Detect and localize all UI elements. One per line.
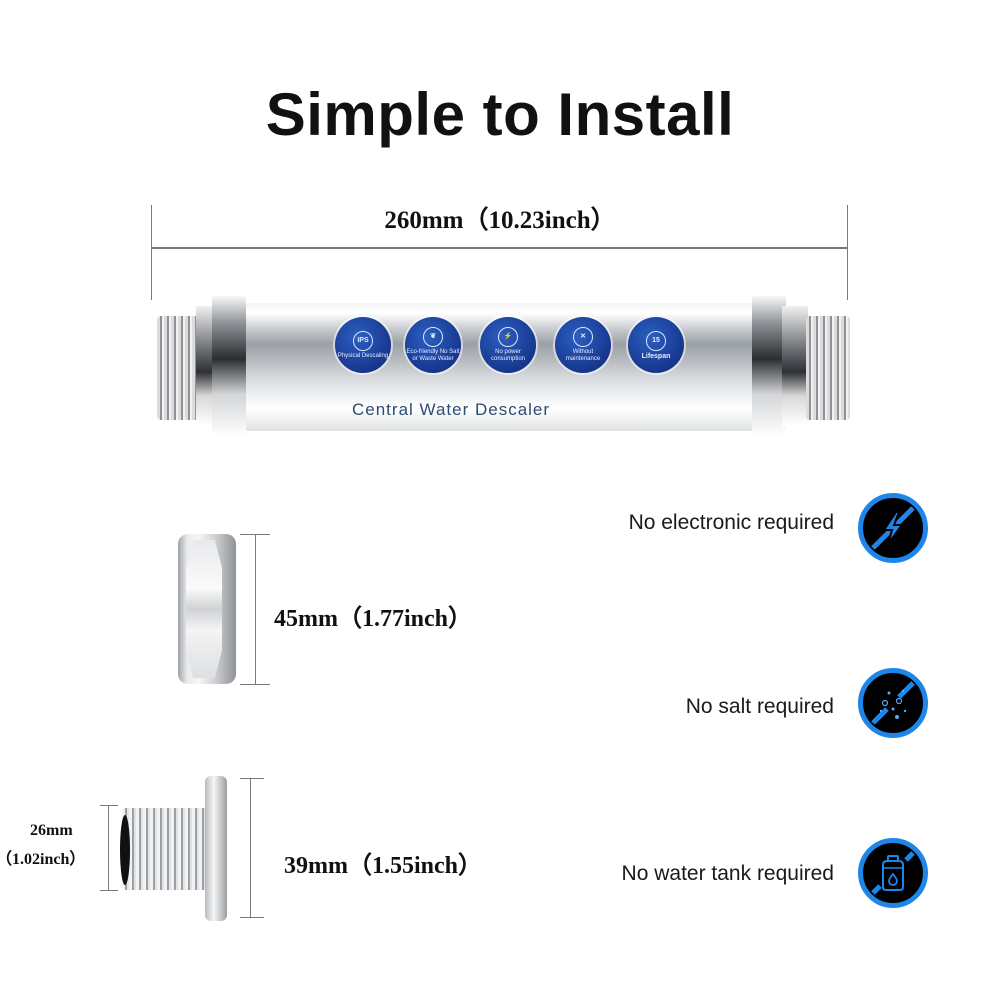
fitting-diameter-mm: 26mm	[30, 822, 73, 839]
fitting-thread	[122, 808, 212, 890]
collar-right-inner	[782, 306, 808, 426]
badge-eco-friendly: ❦ Eco-friendly No Salt or Waste Water	[405, 317, 461, 373]
fitting-height-top-tick	[240, 778, 264, 779]
collar-left	[212, 296, 246, 436]
badge-physical-descaling: IPS Physical Descaling	[335, 317, 391, 373]
badge-lifespan: 15 Lifespan	[628, 317, 684, 373]
hex-nut-face	[186, 540, 222, 678]
nut-dimension: 45mm（1.77inch）	[274, 606, 472, 632]
leaf-icon: ❦	[423, 327, 443, 347]
shield-bolt-icon: ⚡	[498, 327, 518, 347]
page-title: Simple to Install	[265, 81, 735, 148]
fitting-flange	[205, 776, 227, 921]
no-electricity-icon	[858, 493, 928, 563]
fitting-opening	[120, 815, 130, 885]
fitting-diameter-line	[108, 805, 109, 891]
feature-text-no-salt: No salt required	[685, 695, 834, 718]
fitting-diameter-bottom-tick	[100, 890, 118, 891]
product-label: Central Water Descaler	[352, 400, 551, 419]
feature-text-no-electronic: No electronic required	[628, 511, 834, 534]
dimension-line-left-tick	[151, 205, 152, 300]
badge-without-maintenance: ✕ Without maintenance	[555, 317, 611, 373]
no-water-tank-icon	[858, 838, 928, 908]
fitting-height-bottom-tick	[240, 917, 264, 918]
nut-dim-line	[255, 534, 256, 685]
fitting-height-dimension: 39mm（1.55inch）	[284, 853, 482, 879]
feature-text-no-water-tank: No water tank required	[621, 862, 834, 885]
badge-no-power: ⚡ No power consumption	[480, 317, 536, 373]
collar-right	[752, 296, 786, 436]
dimension-line-right-tick	[847, 205, 848, 300]
thread-right	[806, 316, 850, 420]
fifteen-icon: 15	[646, 330, 666, 351]
ips-icon: IPS	[353, 330, 373, 351]
fitting-height-line	[250, 778, 251, 918]
fitting-diameter-top-tick	[100, 805, 118, 806]
length-dimension: 260mm（10.23inch）	[384, 207, 616, 234]
tools-icon: ✕	[573, 327, 593, 347]
fitting-diameter-inch: （1.02inch）	[0, 851, 86, 868]
no-salt-icon	[858, 668, 928, 738]
dimension-line	[151, 247, 848, 249]
